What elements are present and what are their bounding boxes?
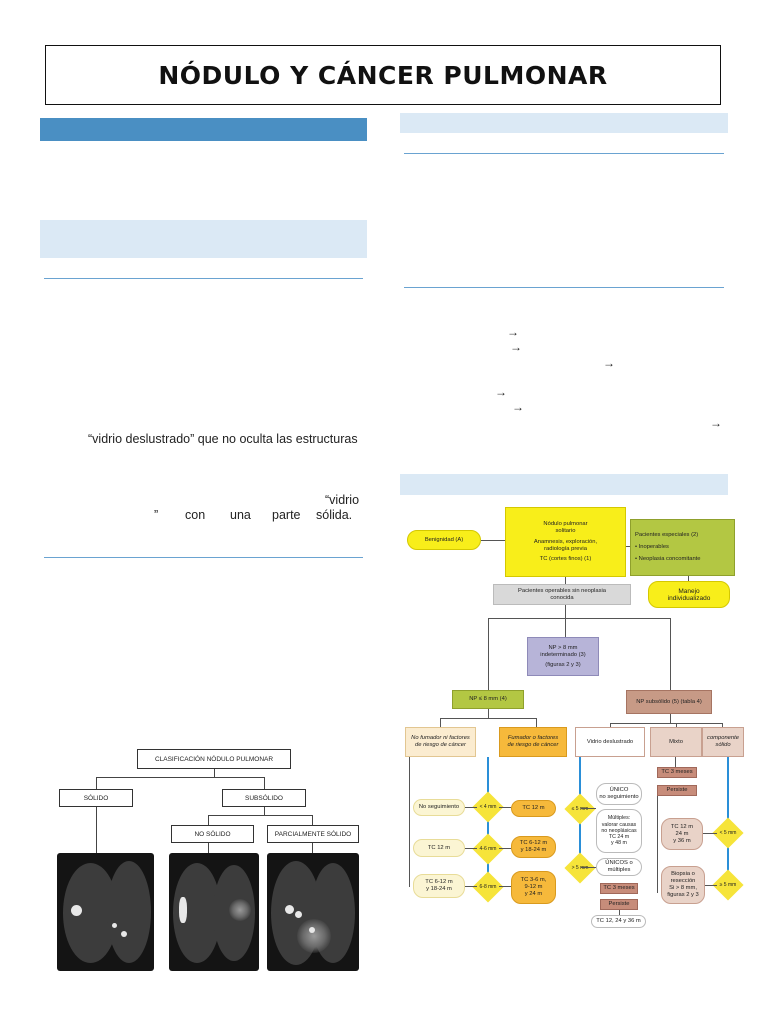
- divider: [404, 287, 724, 288]
- text-fragment: sólida.: [316, 508, 353, 522]
- page-title: NÓDULO Y CÁNCER PULMONAR: [158, 60, 608, 90]
- class-root-box: CLASIFICACIÓN NÓDULO PULMONAR: [137, 749, 291, 769]
- text-fragment: ”: [154, 508, 159, 522]
- title-box: NÓDULO Y CÁNCER PULMONAR: [45, 45, 721, 105]
- flow-persist-a-box: Persiste: [600, 899, 638, 910]
- flow-nofollowup-pill: No seguimiento: [413, 799, 465, 816]
- ct-image-nonsolid: [169, 853, 259, 971]
- section-header-bar: [400, 474, 728, 495]
- text-fragment: una: [230, 508, 251, 522]
- divider: [404, 153, 724, 154]
- body-text: “vidrio deslustrado” que no oculta las e…: [88, 432, 358, 446]
- flow-benign-pill: Benignidad (A): [407, 530, 481, 550]
- ct-image-partsolid: [267, 853, 359, 971]
- flow-groundglass-box: Vidrio deslustrado: [575, 727, 645, 757]
- flow-ct3m-b-box: TC 3 meses: [657, 767, 697, 778]
- flow-ct12-pill: TC 12 m: [413, 839, 465, 857]
- class-partsolid-box: PARCIALMENTE SÓLIDO: [267, 825, 359, 843]
- section-header-bar: [40, 118, 367, 141]
- flow-ct12b-pill: TC 12 m: [511, 800, 556, 817]
- arrow-icon: →: [512, 400, 524, 414]
- arrow-icon: →: [507, 325, 519, 339]
- divider: [44, 557, 363, 558]
- flow-special-box: Pacientes especiales (2) • Inoperables •…: [630, 519, 735, 576]
- class-solid-box: SÓLIDO: [59, 789, 133, 807]
- arrow-icon: →: [603, 356, 615, 370]
- body-text-justified: ” con una parte sólida.: [44, 507, 363, 523]
- flow-np-subsolid-box: NP subsólido (5) (tabla 4): [626, 690, 712, 714]
- arrow-icon: →: [710, 416, 722, 430]
- flow-persist-b-box: Persiste: [657, 785, 697, 796]
- arrow-icon: →: [510, 340, 522, 354]
- arrow-icon: →: [495, 385, 507, 399]
- text-fragment: con: [185, 508, 206, 522]
- flow-ct3m-a-box: TC 3 meses: [600, 883, 638, 894]
- flow-np-small-box: NP ≤ 8 mm (4): [452, 690, 524, 709]
- text-fragment: parte: [272, 508, 301, 522]
- section-header-bar: [40, 220, 367, 258]
- class-nonsolid-box: NO SÓLIDO: [171, 825, 254, 843]
- section-header-bar: [400, 113, 728, 133]
- flow-ct-series-pill: TC 12, 24 y 36 m: [591, 915, 646, 928]
- body-text: “vidrio: [325, 493, 360, 507]
- class-subsolid-box: SUBSÓLIDO: [222, 789, 306, 807]
- divider: [44, 278, 363, 279]
- flow-mixed-box: Mixto: [650, 727, 702, 757]
- ct-image-solid: [57, 853, 154, 971]
